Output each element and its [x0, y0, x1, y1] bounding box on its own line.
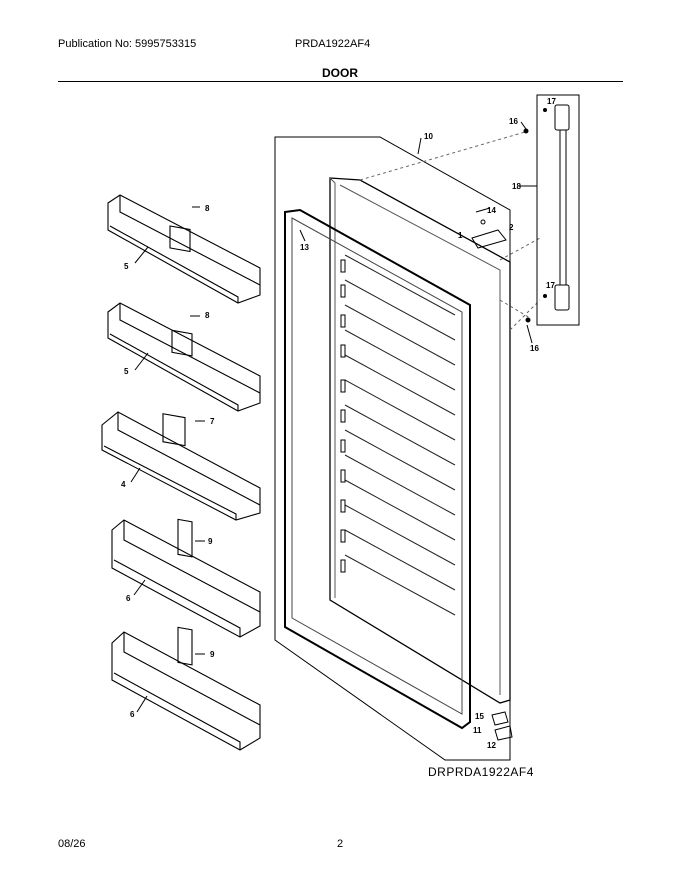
top-hinge	[471, 207, 507, 249]
shelf-clips	[340, 259, 346, 573]
door-panel	[329, 177, 511, 704]
page-title: DOOR	[322, 66, 358, 80]
handle-outline-box	[536, 94, 580, 326]
callout-9-bottom: 9	[210, 650, 215, 659]
callout-2: 2	[509, 223, 514, 232]
callout-17-top: 17	[547, 97, 556, 106]
footer-date: 08/26	[58, 838, 86, 850]
callout-4: 4	[121, 480, 126, 489]
title-rule	[58, 81, 623, 82]
door-bin	[107, 302, 261, 412]
inner-liner-shelves	[344, 254, 456, 616]
callout-6-bottom: 6	[130, 710, 135, 719]
callout-8-second: 8	[205, 311, 210, 320]
door-bin	[111, 518, 261, 638]
callout-16-bottom: 16	[530, 344, 539, 353]
door-bin	[107, 194, 261, 304]
callout-16-top: 16	[509, 117, 518, 126]
door-gasket	[284, 208, 471, 730]
model-number: PRDA1922AF4	[295, 38, 371, 50]
bottom-hinge	[491, 711, 513, 741]
publication-number: Publication No: 5995753315	[58, 38, 197, 50]
callout-6-top: 6	[126, 594, 131, 603]
handle-screws	[523, 108, 547, 323]
callout-9-top: 9	[208, 537, 213, 546]
callout-8-top: 8	[205, 204, 210, 213]
callout-18: 18	[512, 182, 521, 191]
page-number: 2	[337, 838, 344, 850]
door-bin	[101, 411, 261, 521]
callout-14: 14	[487, 206, 496, 215]
door-handle	[554, 104, 570, 311]
callout-12: 12	[487, 741, 496, 750]
callout-5-second: 5	[124, 367, 129, 376]
diagram-code: DRPRDA1922AF4	[428, 765, 534, 779]
callout-17-bottom: 17	[546, 281, 555, 290]
callout-15: 15	[475, 712, 484, 721]
door-bin	[111, 626, 261, 751]
door-assembly-outline	[274, 136, 511, 761]
callout-7: 7	[210, 417, 215, 426]
callout-11: 11	[473, 726, 482, 735]
callout-13: 13	[300, 243, 309, 252]
callout-10: 10	[424, 132, 433, 141]
callout-5-top: 5	[124, 262, 129, 271]
callout-1: 1	[458, 231, 463, 240]
